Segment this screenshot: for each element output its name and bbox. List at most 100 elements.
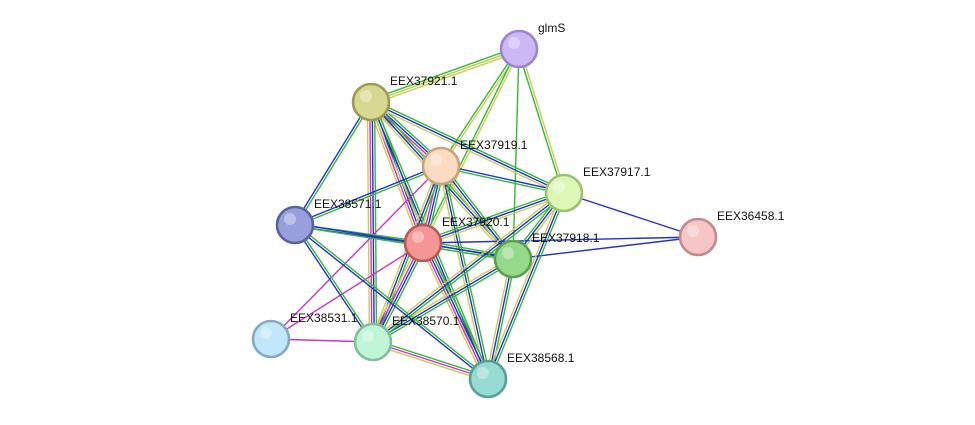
network-nodes: glmS EEX37921.1EEX37919.1EEX37917.1EEX385… [251,21,785,399]
node-circle[interactable] [275,205,315,245]
edge-line [517,49,564,194]
edge-line [422,236,699,244]
edge-EEX37919.1-EEX38531.1 [270,165,442,340]
edge-line [372,343,488,382]
edge-line [563,192,699,238]
edge-EEX37921.1-glmS [369,46,521,105]
node-EEX37919.1[interactable]: EEX37919.1 [421,138,528,186]
edge-line [421,190,564,242]
node-highlight [687,225,699,237]
edge-line [295,102,373,226]
node-label: EEX37921.1 [390,74,458,88]
edge-EEX37919.1-EEX37918.1 [438,164,516,261]
edge-line [423,194,566,246]
node-highlight [477,367,489,379]
node-EEX38531.1[interactable]: EEX38531.1 [251,311,358,359]
node-EEX37920.1[interactable]: EEX37920.1 [403,215,510,263]
node-circle[interactable] [499,29,539,69]
edge-EEX37920.1-EEX38568.1 [419,241,492,381]
network-edges [270,46,699,382]
node-highlight [362,330,374,342]
node-highlight [430,154,442,166]
edge-line [374,194,566,345]
edge-line [369,103,564,196]
node-glmS[interactable]: glmS [499,21,565,69]
edge-line [373,339,489,378]
edge-line [373,260,515,345]
node-label: EEX38531.1 [290,311,358,325]
edge-line [519,48,566,193]
node-circle[interactable] [421,146,461,186]
edge-line [419,244,486,381]
edge-EEX37918.1-EEX38570.1 [371,256,515,345]
edge-EEX37917.1-EEX38570.1 [371,190,566,345]
edge-line [270,165,442,340]
edge-line [484,258,512,379]
node-circle[interactable] [251,319,291,359]
edge-line [439,47,519,166]
node-highlight [508,37,520,49]
node-highlight [360,90,372,102]
node-circle[interactable] [353,322,393,362]
edge-line [371,190,563,341]
node-label: EEX38570.1 [392,314,460,328]
edge-line [295,166,442,227]
node-label: EEX37920.1 [442,215,510,229]
edge-EEX37921.1-EEX38570.1 [366,101,378,343]
edge-line [293,225,373,344]
node-circle[interactable] [403,223,443,263]
edge-EEX37920.1-EEX38531.1 [270,242,424,340]
edge-line [425,241,492,378]
edge-EEX37920.1-EEX37917.1 [421,190,566,246]
edge-EEX37918.1-EEX36458.1 [512,236,699,260]
edge-line [371,99,566,192]
edge-line [489,193,567,381]
edge-line [293,225,488,381]
node-circle[interactable] [351,82,391,122]
node-highlight [260,327,272,339]
edge-line [270,242,424,340]
edge-line [295,223,375,342]
edge-EEX37917.1-EEX36458.1 [563,192,699,238]
node-highlight [284,213,296,225]
edge-EEX37919.1-EEX38571.1 [294,164,442,227]
node-EEX38570.1[interactable]: EEX38570.1 [353,314,460,362]
edge-line [371,101,375,342]
node-EEX36458.1[interactable]: EEX36458.1 [678,209,785,257]
node-circle[interactable] [678,217,718,257]
edge-line [293,101,371,225]
edge-line [370,48,520,103]
node-EEX38571.1[interactable]: EEX38571.1 [275,197,382,245]
edge-EEX38571.1-EEX38568.1 [293,223,490,381]
edge-line [489,259,517,380]
edge-EEX37921.1-EEX38571.1 [293,101,373,226]
edge-line [371,256,513,341]
edge-EEX37921.1-EEX37917.1 [369,99,566,196]
node-EEX37917.1[interactable]: EEX37917.1 [544,165,651,213]
edge-line [372,192,565,343]
edge-EEX37917.1-EEX38568.1 [485,191,567,381]
edge-EEX37918.1-EEX38568.1 [484,258,517,380]
edge-line [369,46,519,101]
node-label: EEX36458.1 [717,209,785,223]
node-circle[interactable] [468,359,508,399]
edge-EEX37918.1-glmS [512,48,520,260]
edge-line [295,223,490,379]
node-EEX37921.1[interactable]: EEX37921.1 [351,74,458,122]
edge-line [373,101,378,342]
node-highlight [502,247,514,259]
node-circle[interactable] [493,239,533,279]
node-label: glmS [538,21,565,35]
edge-line [294,164,441,225]
edge-line [370,164,440,342]
edge-line [440,165,489,380]
edge-line [369,102,373,343]
node-circle[interactable] [544,173,584,213]
edge-EEX38570.1-EEX38568.1 [372,339,489,382]
node-EEX38568.1[interactable]: EEX38568.1 [468,351,575,399]
node-label: EEX37918.1 [532,231,600,245]
node-label: EEX38571.1 [314,197,382,211]
edge-line [372,341,489,380]
node-EEX37918.1[interactable]: EEX37918.1 [493,231,600,279]
edge-EEX38571.1-EEX38570.1 [293,223,375,344]
